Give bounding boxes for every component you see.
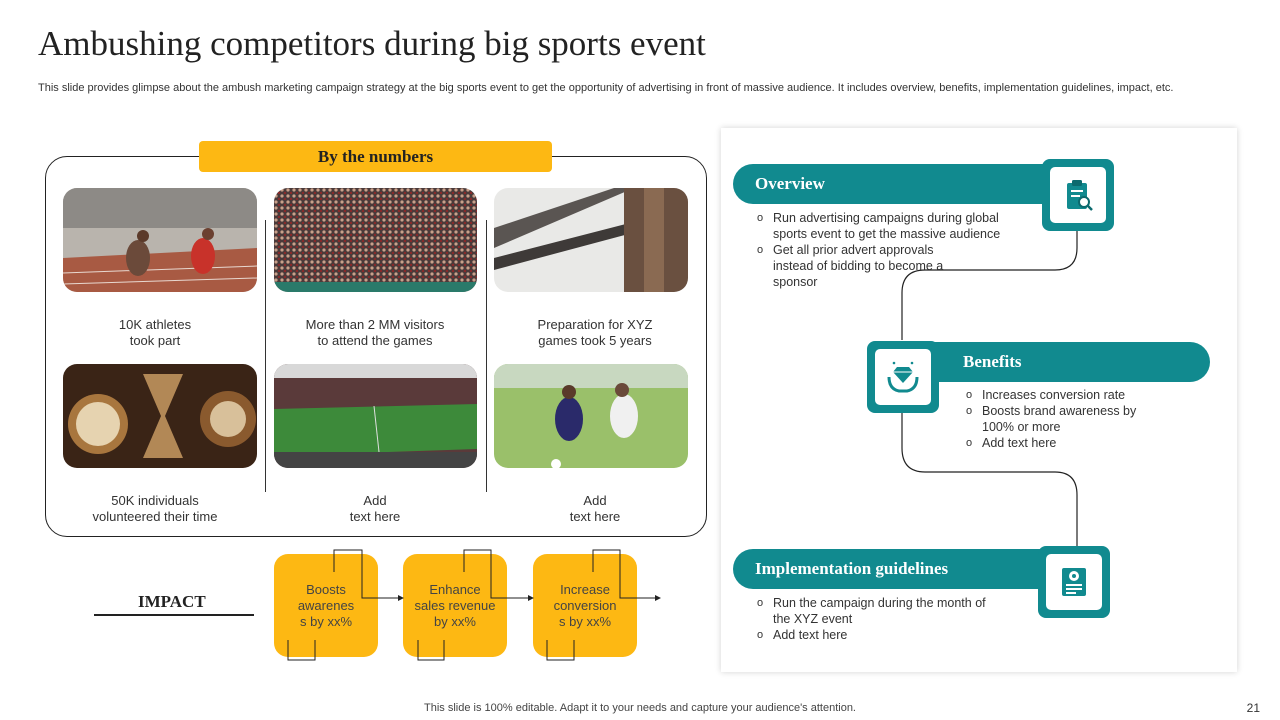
- soccer-players-image: [494, 364, 688, 468]
- benefits-bullet: Add text here: [964, 435, 1164, 451]
- impact-underline: [94, 614, 254, 616]
- impact-label: IMPACT: [138, 592, 206, 611]
- benefits-bullet: Boosts brand awareness by 100% or more: [964, 403, 1164, 435]
- implementation-header: Implementation guidelines: [733, 549, 1073, 589]
- overview-bullets: Run advertising campaigns during global …: [755, 210, 1017, 290]
- sprinters-image: [63, 188, 257, 292]
- overview-bullet: Get all prior advert approvals instead o…: [755, 242, 1017, 290]
- clipboard-search-icon: [1067, 180, 1093, 211]
- stadium-roof-image: [494, 188, 688, 292]
- implementation-bullet: Add text here: [755, 627, 1005, 643]
- document-gear-icon: [1062, 568, 1086, 596]
- crowd-image: [274, 188, 477, 292]
- overview-header: Overview: [733, 164, 1073, 204]
- implementation-bullet: Run the campaign during the month of the…: [755, 595, 1005, 627]
- page-number: 21: [1246, 701, 1260, 715]
- overview-bullet: Run advertising campaigns during global …: [755, 210, 1017, 242]
- slide-title: Ambushing competitors during big sports …: [38, 24, 706, 63]
- column-divider: [265, 220, 266, 492]
- hourglass-image: [63, 364, 257, 468]
- slide-subtitle: This slide provides glimpse about the am…: [38, 82, 1174, 94]
- footer-note: This slide is 100% editable. Adapt it to…: [424, 702, 856, 714]
- implementation-icon-box: [1038, 546, 1110, 618]
- implementation-bullets: Run the campaign during the month of the…: [755, 595, 1005, 643]
- numbers-heading: By the numbers: [199, 141, 552, 172]
- benefits-header: Benefits: [905, 342, 1210, 382]
- stadium-field-image: [274, 364, 477, 468]
- hands-diamond-icon: [887, 361, 919, 393]
- benefits-bullet: Increases conversion rate: [964, 387, 1164, 403]
- overview-icon-box: [1042, 159, 1114, 231]
- benefits-icon-box: [867, 341, 939, 413]
- column-divider: [486, 220, 487, 492]
- benefits-bullets: Increases conversion rate Boosts brand a…: [964, 387, 1164, 451]
